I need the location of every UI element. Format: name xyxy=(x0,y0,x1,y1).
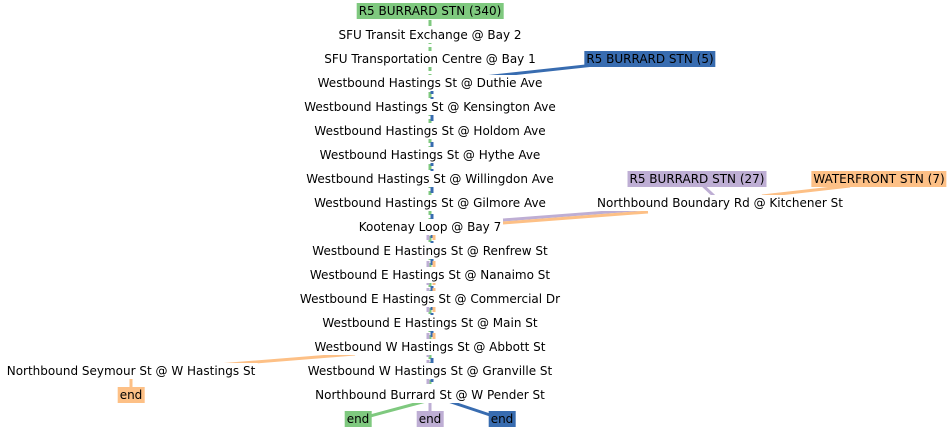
stop-label: Westbound W Hastings St @ Abbott St xyxy=(312,339,548,355)
stop-label: Westbound Hastings St @ Willingdon Ave xyxy=(304,171,556,187)
route-label-purple: R5 BURRARD STN (27) xyxy=(627,171,767,187)
stop-label: Westbound Hastings St @ Holdom Ave xyxy=(312,123,548,139)
end-marker-purple: end xyxy=(416,411,444,427)
stop-label: Northbound Burrard St @ W Pender St xyxy=(313,387,547,403)
stop-label-boundary: Northbound Boundary Rd @ Kitchener St xyxy=(595,195,845,211)
route-label-orange: WATERFRONT STN (7) xyxy=(811,171,947,187)
end-marker-blue: end xyxy=(488,411,516,427)
stop-label-seymour: Northbound Seymour St @ W Hastings St xyxy=(4,363,258,379)
stop-label: Kootenay Loop @ Bay 7 xyxy=(356,219,504,235)
stop-label: Westbound E Hastings St @ Nanaimo St xyxy=(307,267,553,283)
stop-label: Westbound W Hastings St @ Granville St xyxy=(305,363,555,379)
stop-label: Westbound E Hastings St @ Main St xyxy=(320,315,540,331)
stop-label: Westbound E Hastings St @ Commercial Dr xyxy=(297,291,563,307)
stop-label: SFU Transit Exchange @ Bay 2 xyxy=(336,27,524,43)
stop-label: SFU Transportation Centre @ Bay 1 xyxy=(322,51,538,67)
route-label-blue: R5 BURRARD STN (5) xyxy=(584,51,716,67)
stop-label: Westbound E Hastings St @ Renfrew St xyxy=(310,243,550,259)
stop-label: Westbound Hastings St @ Gilmore Ave xyxy=(312,195,548,211)
end-marker-green: end xyxy=(344,411,372,427)
stop-label: Westbound Hastings St @ Kensington Ave xyxy=(302,99,558,115)
route-label-green: R5 BURRARD STN (340) xyxy=(356,3,504,19)
end-marker-orange: end xyxy=(117,387,145,403)
stop-label: Westbound Hastings St @ Hythe Ave xyxy=(317,147,543,163)
orange-route-join xyxy=(502,210,649,225)
orange-route-stub xyxy=(761,184,851,198)
stop-label: Westbound Hastings St @ Duthie Ave xyxy=(315,75,545,91)
